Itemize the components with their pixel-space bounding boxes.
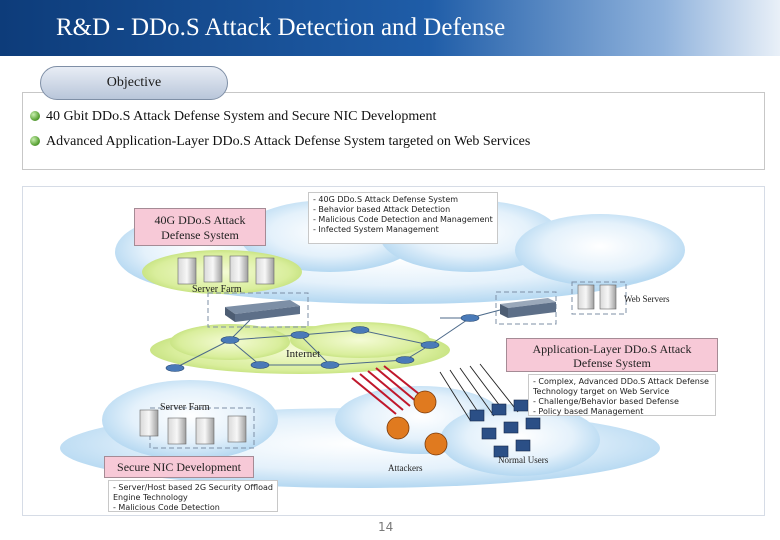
note-40g-line: - Malicious Code Detection and Managemen… [313,215,493,224]
defense-appliance-icon [207,292,309,328]
note-app-line: - Challenge/Behavior based Defense [533,397,679,406]
web-server-icon [577,284,617,310]
note-app-line: Technology target on Web Service [533,387,670,396]
box-40g-defense: 40G DDo.S Attack Defense System [134,208,266,246]
server-icon [177,255,275,285]
user-pc-icon [469,399,541,458]
page-number: 14 [378,520,394,534]
attacker-icon [386,390,448,456]
attack-arrows [351,365,425,415]
note-40g-line: - Infected System Management [313,225,439,234]
note-app-line: - Complex, Advanced DDo.S Attack Defense [533,377,709,386]
note-40g: - 40G DDo.S Attack Defense System - Beha… [308,192,498,244]
note-nic-line: - Server/Host based 2G Security Offload [113,483,273,492]
page-title: R&D - DDo.S Attack Detection and Defense [56,14,506,41]
box-40g-line1: 40G DDo.S Attack [154,213,246,227]
objective-bullet-1: 40 Gbit DDo.S Attack Defense System and … [30,109,436,125]
note-nic-line: - Malicious Code Detection [113,503,220,512]
web-servers-frame [571,281,627,315]
server-icon [139,409,247,445]
box-app-layer-defense: Application-Layer DDo.S Attack Defense S… [506,338,718,372]
web-appliance-icon [500,298,556,318]
label-internet: Internet [286,348,321,360]
note-app-line: - Policy based Management [533,407,644,416]
label-server-farm-top: Server Farm [192,284,242,295]
note-40g-line: - Behavior based Attack Detection [313,205,451,214]
note-app-layer: - Complex, Advanced DDo.S Attack Defense… [528,374,716,416]
bullet-icon [30,111,40,121]
note-nic: - Server/Host based 2G Security Offload … [108,480,278,512]
label-attackers: Attackers [388,463,423,473]
title-bar: R&D - DDo.S Attack Detection and Defense [0,0,780,56]
router-icon [165,314,480,372]
note-40g-line: - 40G DDo.S Attack Defense System [313,195,459,204]
box-app-line1: Application-Layer DDo.S Attack [532,342,692,356]
box-secure-nic: Secure NIC Development [104,456,254,478]
objective-bullet-text: Advanced Application-Layer DDo.S Attack … [46,134,531,149]
box-app-line2: Defense System [573,356,651,370]
label-web-servers: Web Servers [624,294,670,304]
objective-bullet-text: 40 Gbit DDo.S Attack Defense System and … [46,109,437,124]
objective-bullet-2: Advanced Application-Layer DDo.S Attack … [30,134,530,150]
bullet-icon [30,136,40,146]
note-nic-line: Engine Technology [113,493,188,502]
box-40g-line2: Defense System [161,228,239,242]
label-normal-users: Normal Users [498,455,549,465]
network-links [174,309,501,369]
label-server-farm-bottom: Server Farm [160,402,210,413]
objective-tab: Objective [40,66,228,100]
objective-box [22,92,765,170]
